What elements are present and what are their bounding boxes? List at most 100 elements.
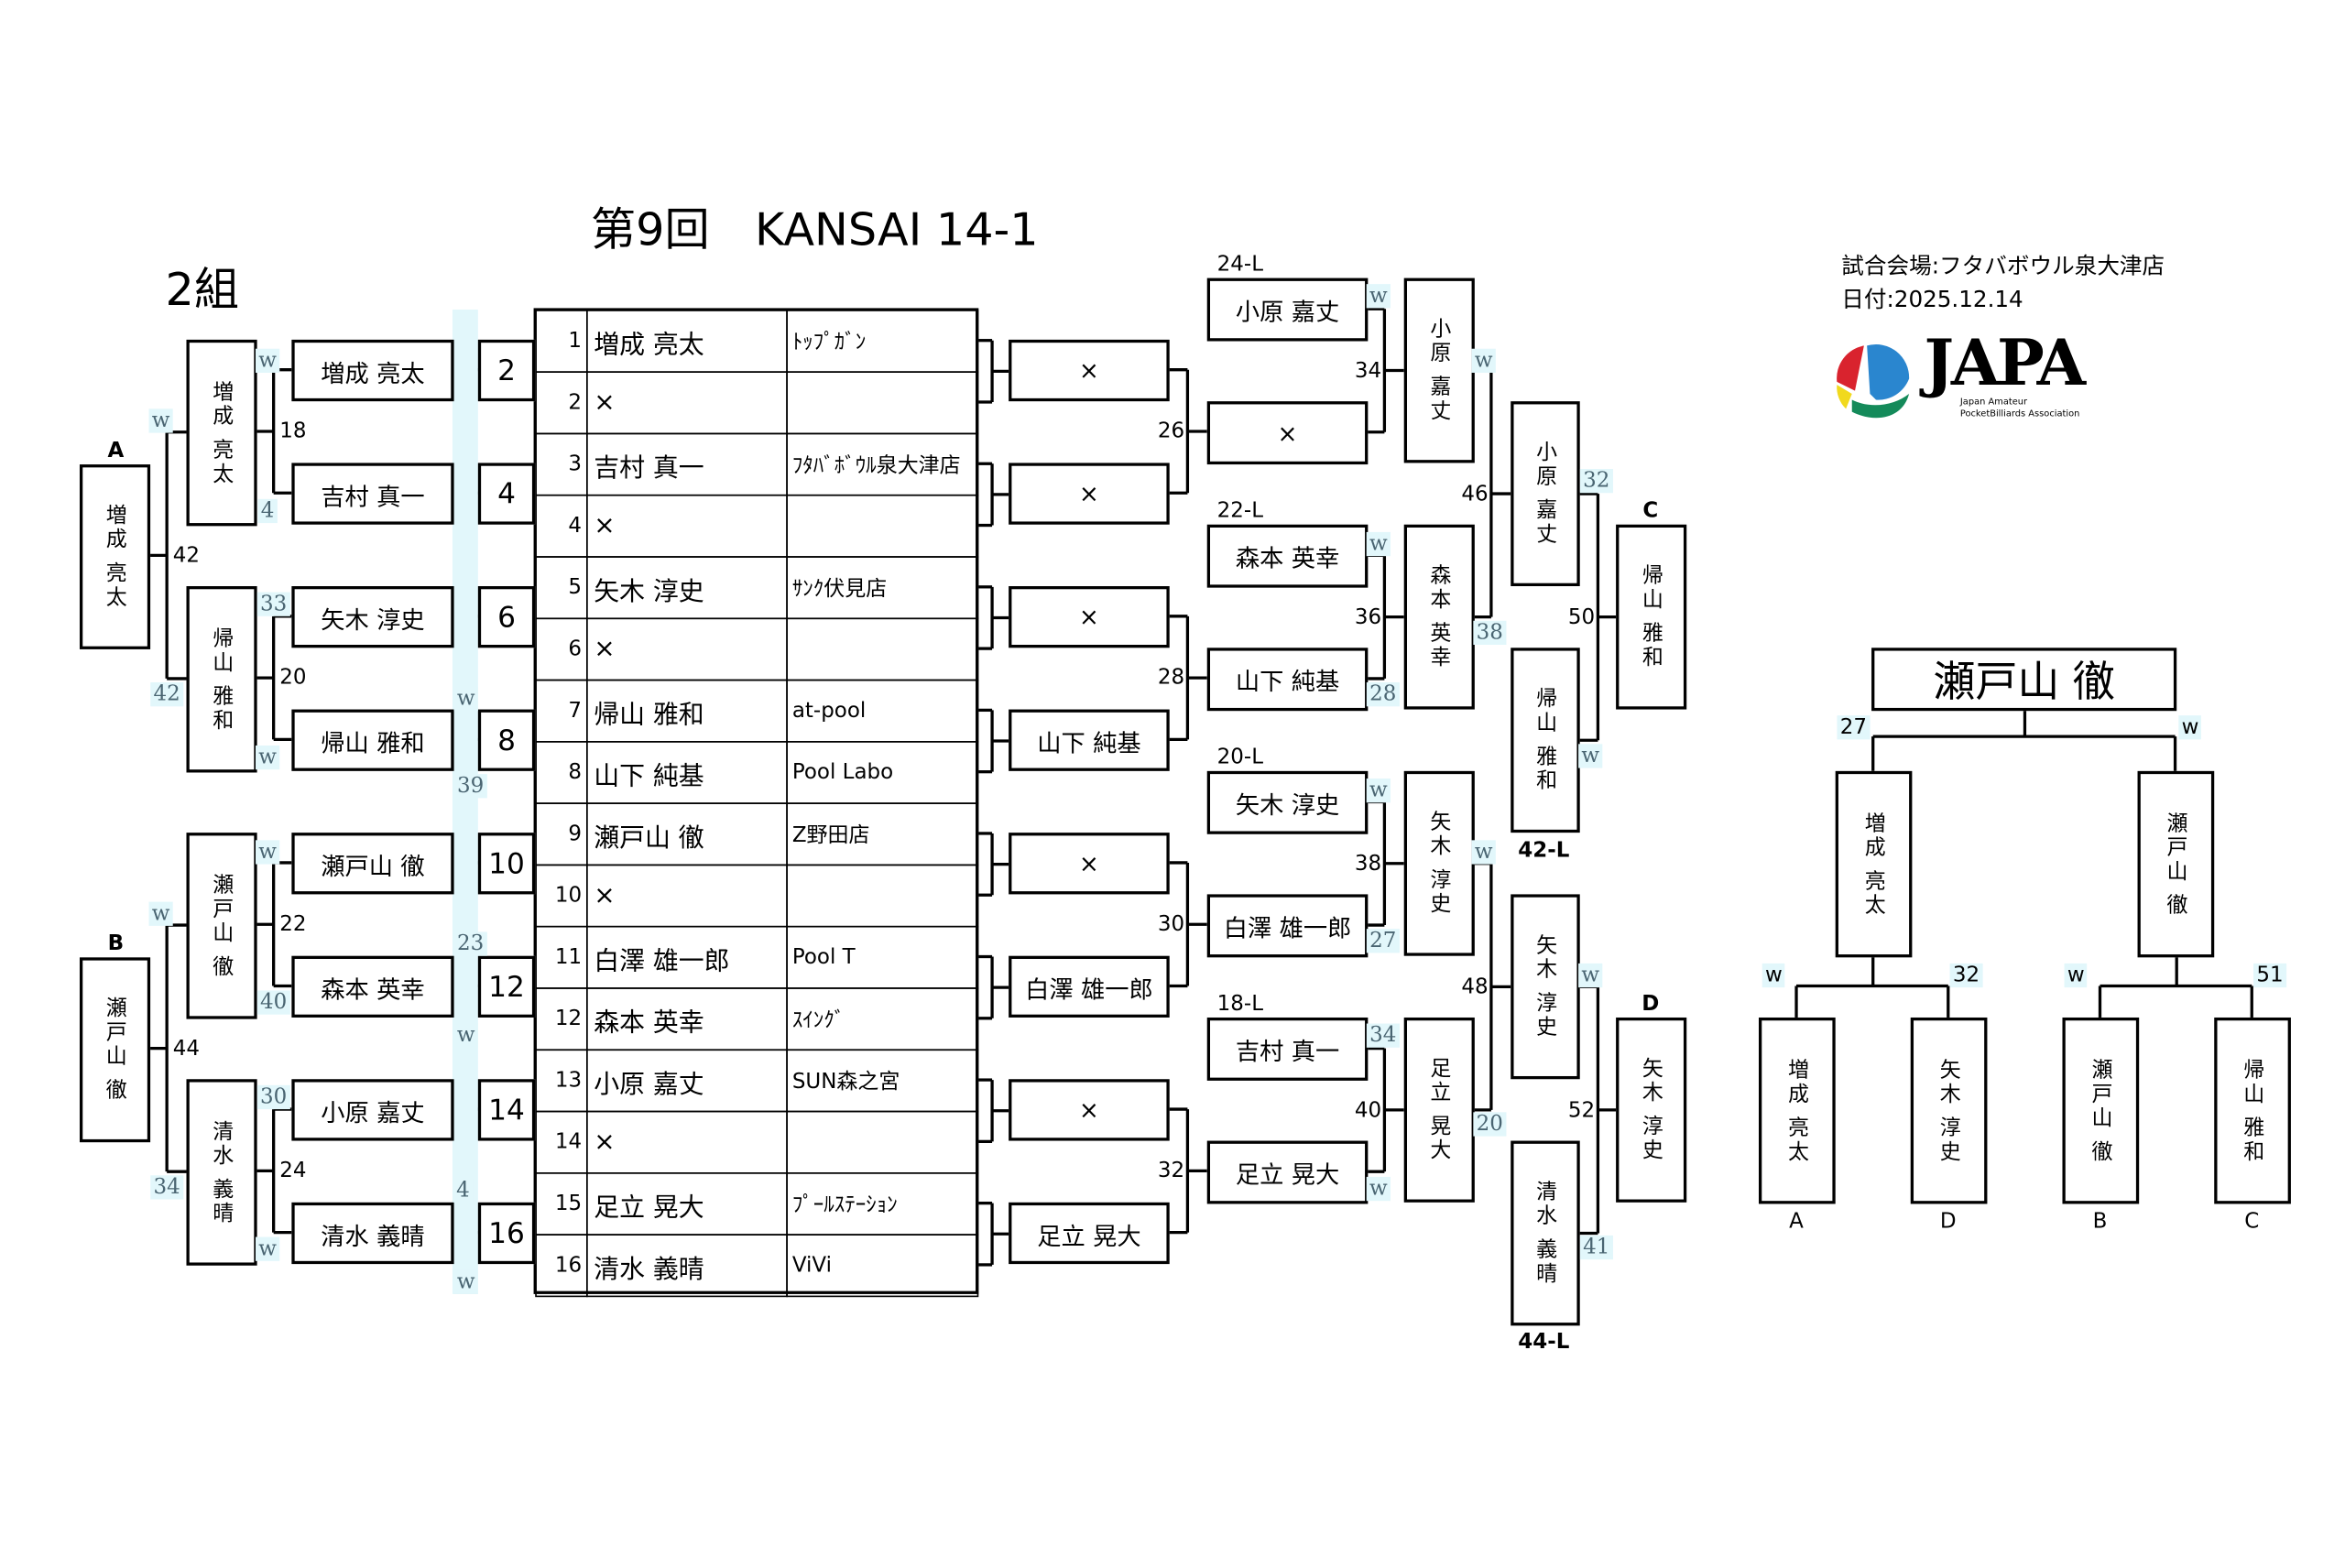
player-box-vertical: 帰山 雅和 bbox=[186, 586, 257, 773]
result-mark: w bbox=[1366, 284, 1391, 309]
result-mark: 4 bbox=[257, 498, 278, 524]
quarterfinal-box: 瀬戸山 徹 bbox=[2062, 1017, 2140, 1204]
venue-text: 試合会場:フタバボウル泉大津店 bbox=[1841, 252, 2165, 280]
player-box: 足立 晃大 bbox=[1009, 1202, 1170, 1265]
page-title: 第9回 KANSAI 14-1 bbox=[590, 204, 1039, 257]
match-number-box: 2 bbox=[477, 339, 536, 402]
result-mark: 41 bbox=[1579, 1235, 1613, 1260]
player-box: 白澤 雄一郎 bbox=[1206, 894, 1369, 958]
player-box: 小原 嘉丈 bbox=[291, 1079, 454, 1141]
result-mark: w bbox=[1471, 840, 1496, 865]
result-mark: 27 bbox=[1837, 715, 1871, 740]
player-box: 帰山 雅和 bbox=[291, 709, 454, 771]
result-mark: 30 bbox=[256, 1084, 290, 1110]
score-label: 38 bbox=[1354, 851, 1382, 876]
result-mark: w bbox=[255, 348, 280, 373]
result-mark: w bbox=[2064, 963, 2088, 988]
semifinal-box: 瀬戸山 徹 bbox=[2137, 770, 2215, 958]
player-box-vertical: 清水 義晴 bbox=[186, 1079, 257, 1266]
player-box: 山下 純基 bbox=[1206, 648, 1369, 712]
player-box-vertical: 瀬戸山 徹 bbox=[186, 833, 257, 1019]
result-mark: w bbox=[1366, 1176, 1391, 1202]
drop-label: 20-L bbox=[1216, 745, 1264, 770]
group-label: 2組 bbox=[165, 264, 240, 318]
match-number-box: 12 bbox=[477, 955, 536, 1018]
player-box: 矢木 淳史 bbox=[291, 586, 454, 648]
player-box: × bbox=[1009, 586, 1170, 648]
qualifier-label: A bbox=[107, 439, 125, 463]
player-box-vertical: 矢木 淳史 bbox=[1403, 770, 1475, 956]
result-mark: w bbox=[1578, 744, 1603, 768]
logo-ball-icon bbox=[1837, 344, 1910, 419]
player-box: 小原 嘉丈 bbox=[1206, 278, 1369, 342]
score-label: 22 bbox=[279, 912, 307, 937]
score-label: 42 bbox=[172, 543, 200, 568]
player-box-vertical: 小原 嘉丈 bbox=[1511, 401, 1580, 587]
qualifier-box: 矢木 淳史 bbox=[1616, 1017, 1687, 1203]
player-box: 清水 義晴 bbox=[291, 1202, 454, 1265]
score-label: 36 bbox=[1354, 604, 1382, 629]
drop-label: 44-L bbox=[1518, 1330, 1570, 1355]
drop-label: 18-L bbox=[1216, 992, 1264, 1017]
player-box: × bbox=[1206, 401, 1369, 465]
player-box-vertical: 矢木 淳史 bbox=[1511, 894, 1580, 1080]
drop-label: 22-L bbox=[1216, 498, 1264, 524]
score-label: 28 bbox=[1157, 665, 1185, 691]
quarterfinal-box: 帰山 雅和 bbox=[2214, 1017, 2291, 1204]
score-label: 18 bbox=[279, 419, 307, 444]
player-box: 矢木 淳史 bbox=[1206, 770, 1369, 834]
result-mark: 51 bbox=[2253, 963, 2286, 988]
seed-label: C bbox=[2244, 1210, 2260, 1235]
player-box: × bbox=[1009, 833, 1170, 895]
result-mark: w bbox=[255, 840, 280, 865]
qualifier-label: B bbox=[107, 931, 125, 956]
result-mark: 39 bbox=[453, 774, 487, 799]
player-box-vertical: 清水 義晴 bbox=[1511, 1140, 1580, 1326]
player-box-vertical: 小原 嘉丈 bbox=[1403, 278, 1475, 463]
semifinal-box: 増成 亮太 bbox=[1835, 770, 1913, 958]
result-mark: 32 bbox=[1579, 469, 1613, 494]
player-box: 足立 晃大 bbox=[1206, 1140, 1369, 1204]
result-mark: w bbox=[1366, 779, 1391, 803]
player-box: 森本 英幸 bbox=[1206, 524, 1369, 588]
score-label: 30 bbox=[1157, 912, 1185, 937]
result-mark: 40 bbox=[256, 990, 290, 1015]
score-label: 52 bbox=[1567, 1097, 1596, 1123]
score-label: 26 bbox=[1157, 419, 1185, 444]
score-label: 24 bbox=[279, 1159, 307, 1183]
qualifier-label: C bbox=[1642, 498, 1659, 524]
result-mark: 20 bbox=[1473, 1112, 1507, 1137]
player-box-vertical: 増成 亮太 bbox=[186, 339, 257, 527]
result-mark: 34 bbox=[1366, 1023, 1400, 1048]
player-box: 吉村 真一 bbox=[291, 463, 454, 525]
qualifier-label: D bbox=[1642, 992, 1660, 1017]
match-number-box: 10 bbox=[477, 833, 536, 895]
result-mark: w bbox=[148, 408, 173, 433]
result-mark: w bbox=[255, 745, 280, 770]
seed-label: D bbox=[1939, 1210, 1957, 1235]
match-number-box: 14 bbox=[477, 1079, 536, 1141]
entry-club: ViVi bbox=[786, 1234, 979, 1298]
champion-box: 瀬戸山 徹 bbox=[1871, 648, 2177, 712]
quarterfinal-box: 矢木 淳史 bbox=[1910, 1017, 1988, 1204]
player-box-vertical: 足立 晃大 bbox=[1403, 1017, 1475, 1203]
player-box: 山下 純基 bbox=[1009, 709, 1170, 771]
player-box: 白澤 雄一郎 bbox=[1009, 955, 1170, 1018]
logo-wordmark: JAPA bbox=[1924, 326, 2087, 400]
result-mark: w bbox=[453, 1023, 478, 1048]
result-mark: 27 bbox=[1366, 929, 1400, 953]
result-mark: 28 bbox=[1366, 682, 1400, 707]
entry-table bbox=[533, 308, 979, 1294]
match-number-box: 16 bbox=[477, 1202, 536, 1265]
score-label: 40 bbox=[1354, 1097, 1382, 1123]
player-box: × bbox=[1009, 339, 1170, 402]
logo-subtitle-2: PocketBilliards Association bbox=[1959, 408, 2080, 419]
seed-label: B bbox=[2092, 1210, 2108, 1235]
seed-label: A bbox=[1789, 1210, 1804, 1235]
result-mark: w bbox=[453, 686, 478, 712]
player-box-vertical: 森本 英幸 bbox=[1403, 524, 1475, 710]
logo-subtitle-1: Japan Amateur bbox=[1959, 397, 2028, 408]
entry-name: 清水 義晴 bbox=[586, 1234, 788, 1298]
result-mark: 23 bbox=[453, 931, 487, 956]
